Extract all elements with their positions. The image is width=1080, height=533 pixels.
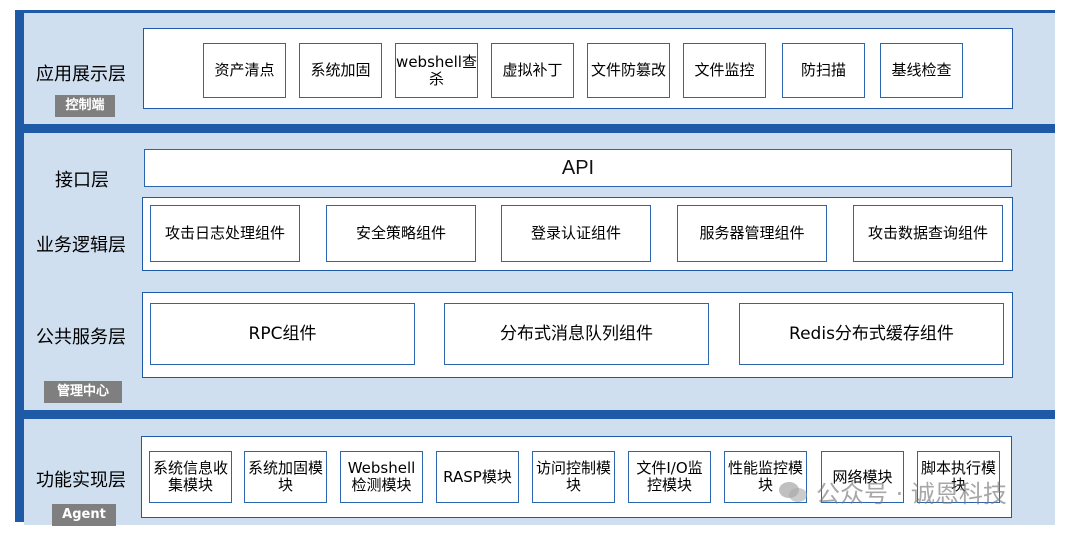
presentation-box: 资产清点: [203, 43, 286, 98]
presentation-box: 文件监控: [683, 43, 766, 98]
business-box: 攻击数据查询组件: [853, 205, 1003, 262]
presentation-box: webshell查杀: [395, 43, 478, 98]
function-box: 网络模块: [821, 451, 904, 503]
presentation-box: 文件防篡改: [587, 43, 670, 98]
presentation-box: 虚拟补丁: [491, 43, 574, 98]
presentation-panel: [143, 28, 1013, 109]
common-box: RPC组件: [150, 303, 415, 365]
business-box: 安全策略组件: [326, 205, 476, 262]
common-layer-label: 公共服务层: [36, 327, 126, 348]
function-box: 文件I/O监控模块: [628, 451, 711, 503]
client-tag: 控制端: [55, 95, 115, 117]
api-bar: API: [144, 149, 1012, 187]
presentation-layer-label: 应用展示层: [36, 64, 126, 85]
interface-layer-label: 接口层: [55, 170, 109, 191]
function-box: 脚本执行模块: [917, 451, 1000, 503]
business-box: 攻击日志处理组件: [150, 205, 300, 262]
presentation-box: 防扫描: [782, 43, 865, 98]
wechat-icon: [779, 481, 807, 502]
presentation-box: 基线检查: [880, 43, 963, 98]
business-box: 登录认证组件: [501, 205, 651, 262]
business-layer-label: 业务逻辑层: [36, 235, 126, 256]
presentation-box: 系统加固: [299, 43, 382, 98]
function-box: 系统信息收集模块: [149, 451, 232, 503]
function-layer-label: 功能实现层: [36, 470, 126, 491]
business-box: 服务器管理组件: [677, 205, 827, 262]
function-box: 访问控制模块: [532, 451, 615, 503]
management-tag: 管理中心: [44, 381, 122, 403]
function-box: RASP模块: [436, 451, 519, 503]
function-box: Webshell检测模块: [340, 451, 423, 503]
common-box: Redis分布式缓存组件: [739, 303, 1004, 365]
common-box: 分布式消息队列组件: [444, 303, 709, 365]
watermark: 公众号 · 诚恩科技: [778, 474, 1007, 509]
watermark-text: 公众号 · 诚恩科技: [816, 480, 1007, 508]
agent-tag: Agent: [52, 504, 116, 526]
function-box: 系统加固模块: [244, 451, 327, 503]
